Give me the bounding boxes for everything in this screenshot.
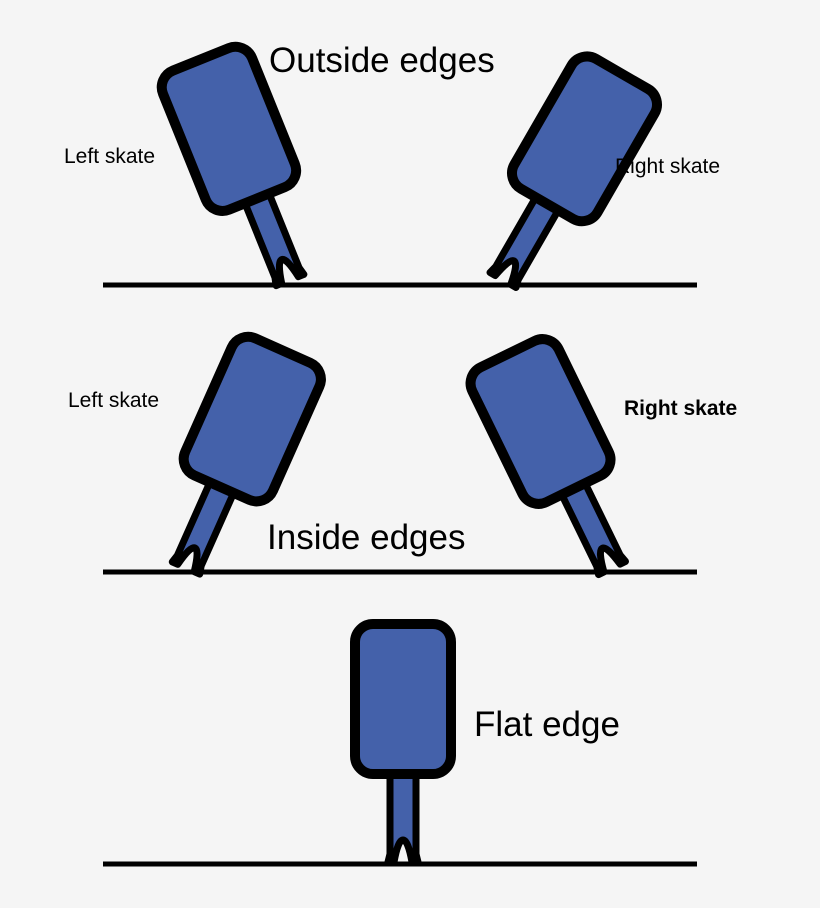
outside-left-skate-label: Left skate (64, 145, 156, 168)
outside-edges-title: Outside edges (269, 41, 495, 80)
flat-edge-title: Flat edge (474, 705, 620, 744)
right-skate-inside-edge (465, 333, 656, 589)
outside-right-skate-label: Right skate (615, 155, 721, 178)
inside-edges-title: Inside edges (267, 518, 466, 557)
inside-left-skate-label: Left skate (68, 389, 160, 412)
inside-right-skate-label: Right skate (624, 397, 738, 420)
skate-flat-edge (355, 624, 451, 862)
